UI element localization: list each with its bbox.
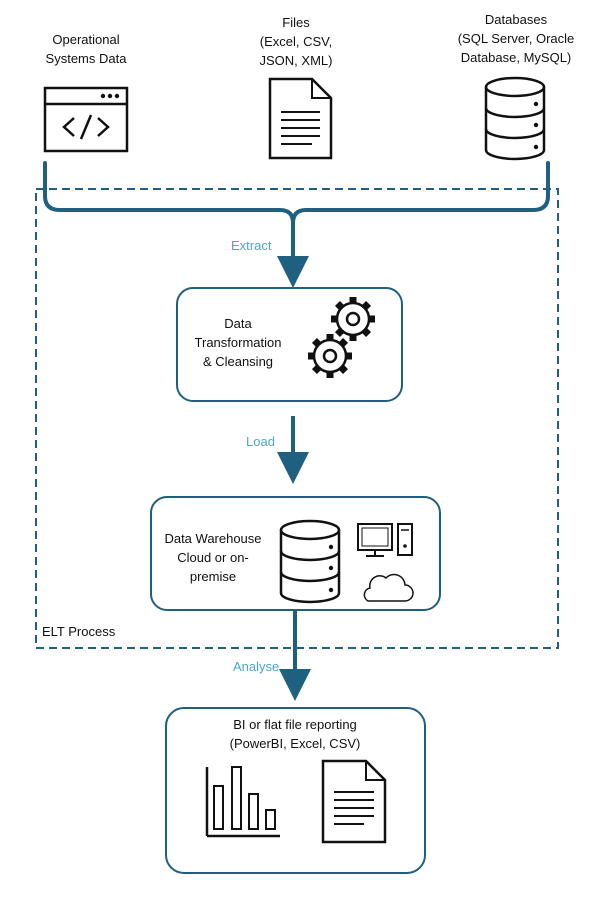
document-icon — [268, 77, 333, 160]
label-line: (Excel, CSV, — [259, 34, 333, 49]
label-line: JSON, XML) — [259, 53, 333, 68]
label-line: Transformation — [194, 335, 282, 350]
operational-systems-label: Operational Systems Data — [20, 30, 152, 68]
bar-chart-icon — [205, 766, 280, 838]
label-line: Databases — [484, 12, 548, 27]
label-line: Systems Data — [45, 51, 127, 66]
warehouse-label: Data Warehouse Cloud or on- premise — [155, 529, 271, 586]
gear-icon — [308, 334, 352, 378]
load-label: Load — [246, 434, 275, 449]
label-line: Data — [224, 316, 252, 331]
reporting-label: BI or flat file reporting (PowerBI, Exce… — [190, 715, 400, 753]
label-line: (PowerBI, Excel, CSV) — [229, 736, 361, 751]
gear-icon — [331, 297, 375, 341]
gears-icon — [308, 297, 375, 378]
databases-label: Databases (SQL Server, Oracle Database, … — [443, 10, 589, 67]
cloud-icon — [363, 573, 414, 602]
label-line: & Cleansing — [202, 354, 274, 369]
label-line: BI or flat file reporting — [233, 717, 357, 732]
code-window-icon — [43, 86, 129, 153]
database-icon — [484, 76, 546, 161]
database-icon — [279, 519, 341, 604]
transform-label: Data Transformation & Cleansing — [188, 314, 288, 371]
elt-process-label: ELT Process — [42, 624, 116, 639]
computer-icon — [357, 523, 413, 557]
document-icon — [321, 759, 387, 844]
extract-label: Extract — [231, 238, 272, 253]
files-label: Files (Excel, CSV, JSON, XML) — [226, 13, 366, 70]
source-merge-bracket — [43, 161, 550, 224]
label-line: Files — [282, 15, 310, 30]
label-line: premise — [189, 569, 237, 584]
label-line: Database, MySQL) — [460, 50, 572, 65]
label-line: Cloud or on- — [177, 550, 249, 565]
label-line: Operational — [52, 32, 120, 47]
analyse-label: Analyse — [233, 659, 280, 674]
label-line: (SQL Server, Oracle — [457, 31, 575, 46]
label-line: Data Warehouse — [164, 531, 262, 546]
